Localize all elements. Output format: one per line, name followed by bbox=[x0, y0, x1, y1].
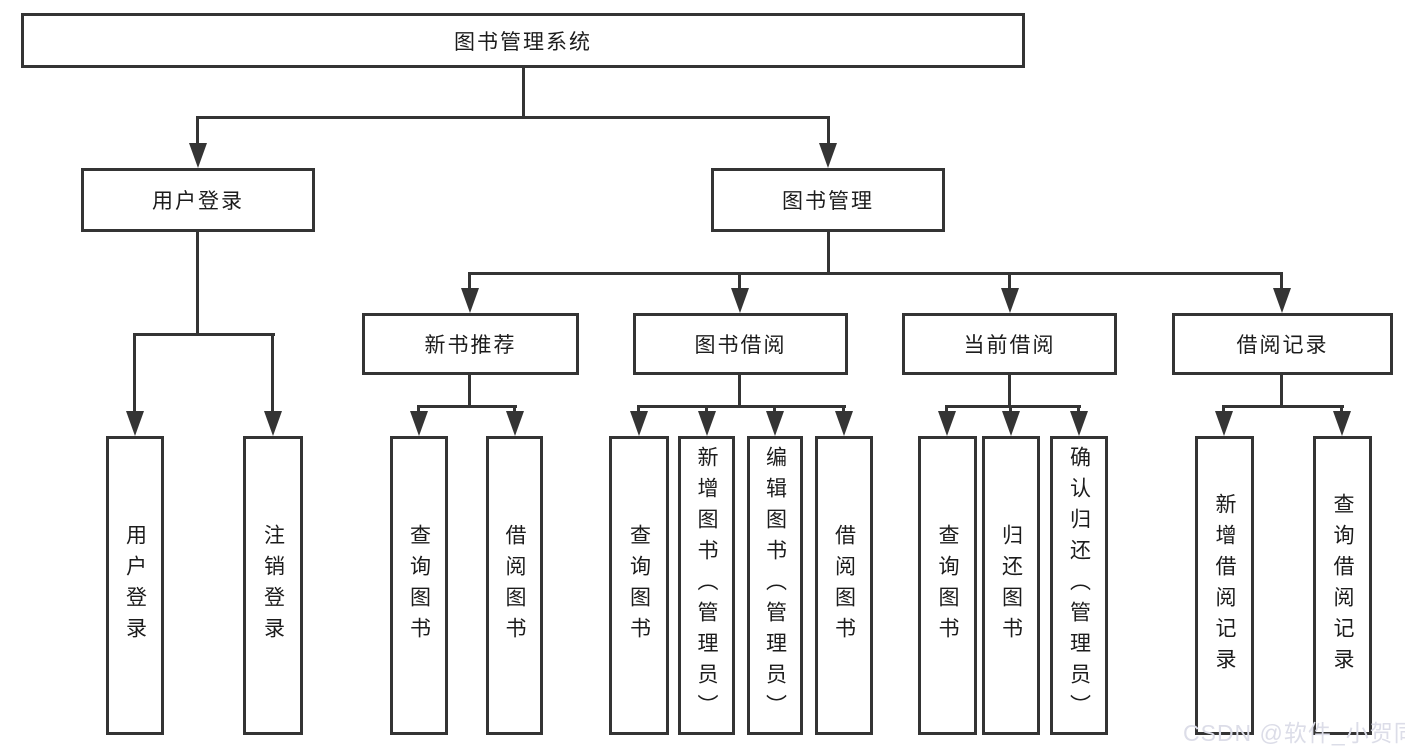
leaf-current-query-books: 查询图书 bbox=[918, 436, 977, 735]
connector-line bbox=[271, 333, 274, 413]
leaf-newbook-query-books: 查询图书 bbox=[390, 436, 448, 735]
connector-line bbox=[738, 375, 741, 408]
arrowhead-icon bbox=[1215, 411, 1233, 436]
connector-line bbox=[133, 333, 275, 336]
node-label: 借阅图书 bbox=[503, 523, 526, 648]
arrowhead-icon bbox=[1333, 411, 1351, 436]
node-borrow-records: 借阅记录 bbox=[1172, 313, 1393, 375]
node-root: 图书管理系统 bbox=[21, 13, 1025, 68]
connector-line bbox=[468, 375, 471, 408]
leaf-current-return-books: 归还图书 bbox=[982, 436, 1040, 735]
connector-line bbox=[842, 405, 845, 414]
arrowhead-icon bbox=[126, 411, 144, 436]
watermark: CSDN @软件_小贺同学 bbox=[1183, 720, 1405, 746]
connector-line bbox=[738, 272, 741, 291]
connector-line bbox=[827, 232, 830, 275]
node-label: 查询借阅记录 bbox=[1331, 492, 1354, 679]
connector-line bbox=[468, 272, 471, 291]
connector-line bbox=[196, 232, 199, 335]
node-label: 查询图书 bbox=[936, 523, 959, 648]
node-label: 确认归还（管理员） bbox=[1067, 446, 1091, 725]
arrowhead-icon bbox=[938, 411, 956, 436]
connector-line bbox=[1008, 272, 1011, 291]
leaf-borrow-query-books: 查询图书 bbox=[609, 436, 669, 735]
connector-line bbox=[513, 405, 516, 414]
connector-line bbox=[945, 405, 948, 414]
connector-line bbox=[1340, 405, 1343, 414]
node-label: 当前借阅 bbox=[963, 334, 1056, 357]
arrowhead-icon bbox=[1002, 411, 1020, 436]
node-label: 新增借阅记录 bbox=[1213, 492, 1236, 679]
connector-line bbox=[417, 405, 420, 414]
connector-line bbox=[133, 333, 136, 413]
node-new-book-recommend: 新书推荐 bbox=[362, 313, 579, 375]
arrowhead-icon bbox=[410, 411, 428, 436]
node-label: 编辑图书（管理员） bbox=[763, 446, 787, 725]
leaf-borrow-edit-books-admin: 编辑图书（管理员） bbox=[747, 436, 803, 735]
arrowhead-icon bbox=[819, 143, 837, 168]
connector-line bbox=[468, 272, 1283, 275]
connector-line bbox=[637, 405, 640, 414]
node-label: 查询图书 bbox=[407, 523, 431, 648]
leaf-records-query-record: 查询借阅记录 bbox=[1313, 436, 1372, 735]
node-label: 借阅记录 bbox=[1236, 334, 1329, 357]
arrowhead-icon bbox=[698, 411, 716, 436]
connector-line bbox=[196, 116, 830, 119]
leaf-user-login: 用户登录 bbox=[106, 436, 164, 735]
arrowhead-icon bbox=[506, 411, 524, 436]
node-label: 新书推荐 bbox=[424, 334, 517, 357]
arrowhead-icon bbox=[1001, 288, 1019, 313]
connector-line bbox=[945, 405, 1081, 408]
arrowhead-icon bbox=[1273, 288, 1291, 313]
node-label: 注销登录 bbox=[261, 523, 285, 648]
node-book-borrow: 图书借阅 bbox=[633, 313, 848, 375]
node-label: 借阅图书 bbox=[832, 523, 856, 648]
arrowhead-icon bbox=[766, 411, 784, 436]
leaf-records-add-record: 新增借阅记录 bbox=[1195, 436, 1254, 735]
leaf-current-confirm-return-admin: 确认归还（管理员） bbox=[1050, 436, 1108, 735]
node-label: 用户登录 bbox=[123, 523, 147, 648]
arrowhead-icon bbox=[1070, 411, 1088, 436]
connector-line bbox=[1280, 375, 1283, 408]
connector-line bbox=[773, 405, 776, 414]
arrowhead-icon bbox=[630, 411, 648, 436]
node-label: 查询图书 bbox=[627, 523, 651, 648]
node-label: 归还图书 bbox=[999, 523, 1023, 648]
leaf-borrow-borrow-books: 借阅图书 bbox=[815, 436, 873, 735]
connector-line bbox=[637, 405, 846, 408]
connector-line bbox=[1222, 405, 1225, 414]
node-label: 用户登录 bbox=[152, 190, 244, 213]
arrowhead-icon bbox=[731, 288, 749, 313]
connector-line bbox=[522, 68, 525, 118]
node-current-borrow: 当前借阅 bbox=[902, 313, 1117, 375]
connector-line bbox=[827, 116, 830, 145]
arrowhead-icon bbox=[264, 411, 282, 436]
node-label: 图书借阅 bbox=[694, 334, 787, 357]
arrowhead-icon bbox=[835, 411, 853, 436]
arrowhead-icon bbox=[461, 288, 479, 313]
connector-line bbox=[1077, 405, 1080, 414]
connector-line bbox=[1222, 405, 1344, 408]
connector-line bbox=[1009, 405, 1012, 414]
connector-line bbox=[705, 405, 708, 414]
connector-line bbox=[1008, 375, 1011, 408]
connector-line bbox=[417, 405, 517, 408]
node-label: 新增图书（管理员） bbox=[695, 446, 718, 725]
arrowhead-icon bbox=[189, 143, 207, 168]
leaf-newbook-borrow-books: 借阅图书 bbox=[486, 436, 543, 735]
node-label: 图书管理 bbox=[782, 190, 874, 213]
node-label: 图书管理系统 bbox=[454, 30, 592, 54]
leaf-borrow-add-books-admin: 新增图书（管理员） bbox=[678, 436, 735, 735]
connector-line bbox=[196, 116, 199, 145]
connector-line bbox=[1280, 272, 1283, 291]
leaf-logout: 注销登录 bbox=[243, 436, 303, 735]
node-book-management: 图书管理 bbox=[711, 168, 945, 232]
node-user-login: 用户登录 bbox=[81, 168, 315, 232]
